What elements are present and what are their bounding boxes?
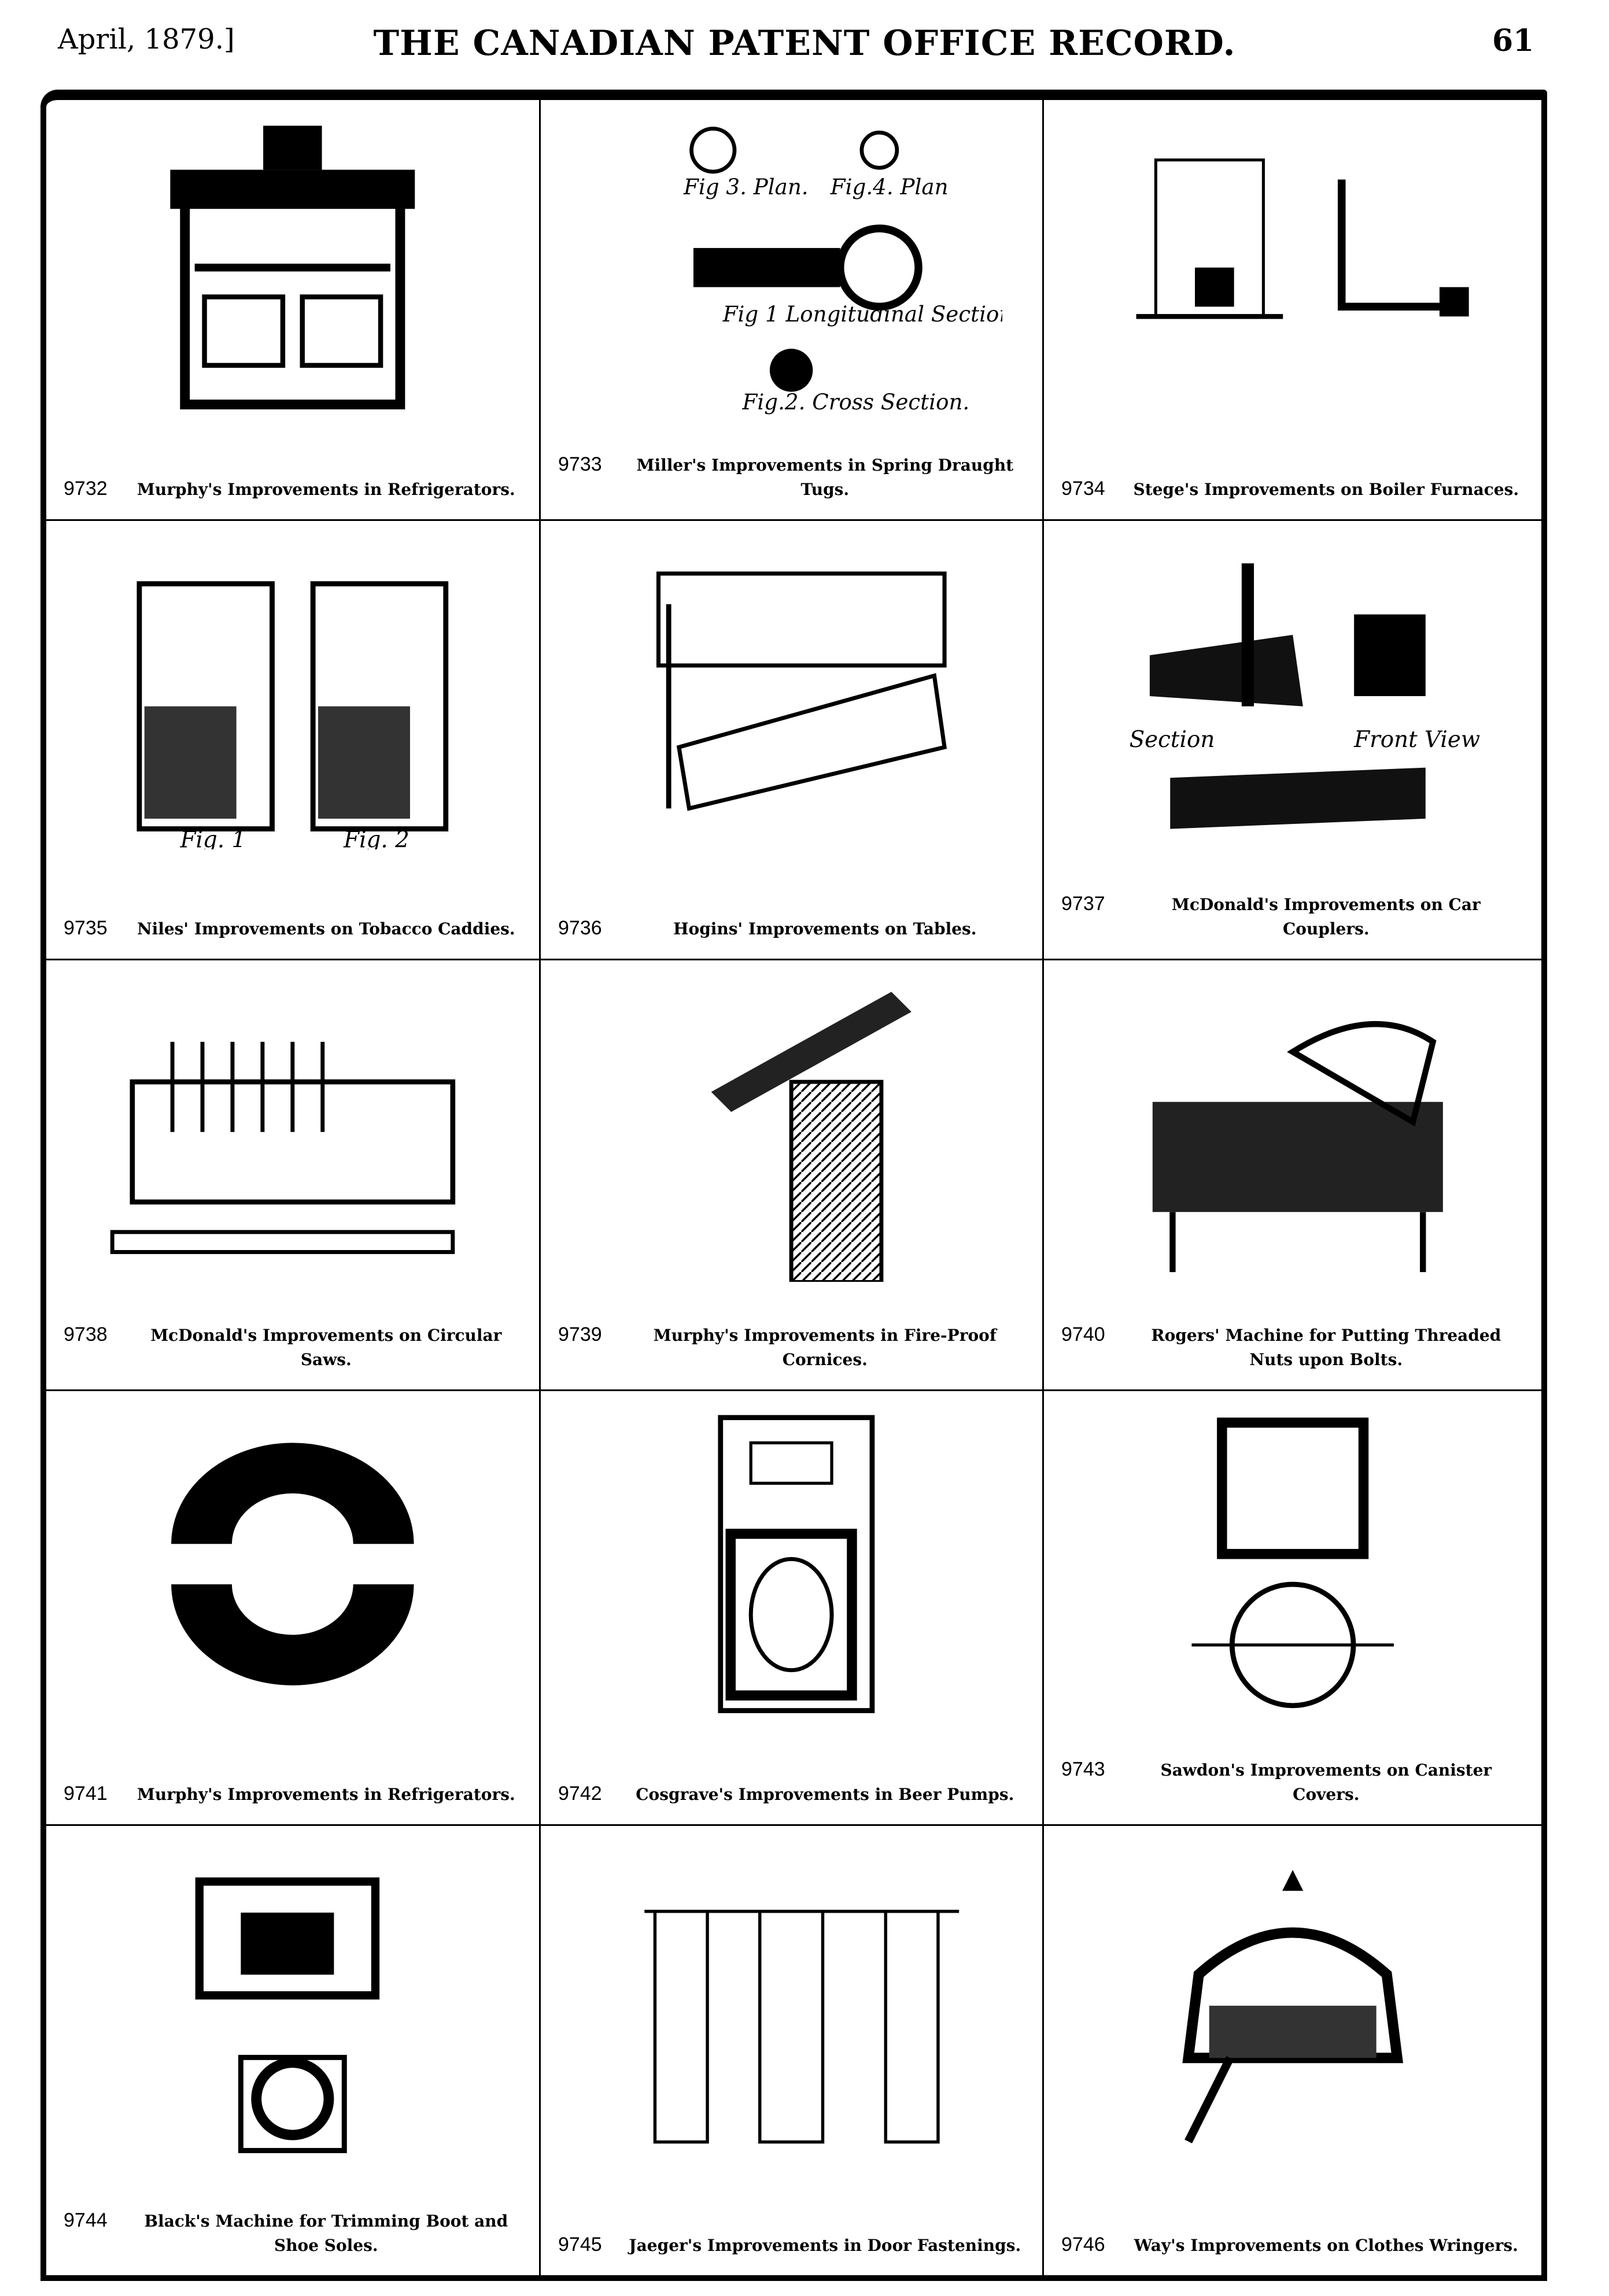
patent-title: Hogins' Improvements on Tables. [673,919,977,938]
patent-caption: 9735 Niles' Improvements on Tobacco Cadd… [64,917,522,941]
patent-drawing: Fig. 1 Fig. 2 [136,581,449,849]
patent-caption: 9746 Way's Improvements on Clothes Wring… [1061,2234,1524,2258]
patent-drawing [644,1909,960,2144]
patent-drawing [171,1443,414,1686]
patent-number: 9742 [558,1783,602,1805]
patent-cell-9732: 9732 Murphy's Improvements in Refrigerat… [46,100,541,521]
patent-number: 9738 [64,1323,108,1345]
patent-caption: 9741 Murphy's Improvements in Refrigerat… [64,1783,522,1807]
patent-number: 9733 [558,453,602,475]
patent-title: Rogers' Machine for Putting Threaded Nut… [1151,1326,1501,1369]
patent-drawing [1152,1021,1443,1273]
patent-number: 9737 [1061,893,1105,915]
figure-label: Fig. 2 [343,827,409,849]
figure-label: Fig 1 Longitudinal Section. [722,301,1002,327]
patent-drawing [1136,158,1469,319]
patent-number: 9741 [64,1783,108,1805]
patent-caption: 9739 Murphy's Improvements in Fire-Proof… [558,1323,1025,1372]
patent-grid-frame: 9732 Murphy's Improvements in Refrigerat… [40,90,1547,2281]
patent-number: 9736 [558,917,602,939]
patent-number: 9735 [64,917,108,939]
patent-number: 9734 [1061,478,1105,500]
patent-cell-9746: 9746 Way's Improvements on Clothes Wring… [1044,1826,1541,2275]
patent-caption: 9732 Murphy's Improvements in Refrigerat… [64,478,522,502]
figure-label: Fig.2. Cross Section. [742,389,970,414]
patent-title: Murphy's Improvements in Fire-Proof Corn… [653,1326,997,1369]
patent-cell-9735: Fig. 1 Fig. 2 9735 Niles' Improvements on… [46,521,541,960]
figure-label: Fig.4. Plan [830,174,949,199]
patent-caption: 9737 McDonald's Improvements on Car Coup… [1061,893,1524,941]
patent-cell-9738: 9738 McDonald's Improvements on Circular… [46,960,541,1391]
figure-label: Front View [1353,727,1480,753]
patent-cell-9734: 9734 Stege's Improvements on Boiler Furn… [1044,100,1541,521]
patent-drawing [718,1415,875,1714]
patent-caption: 9738 McDonald's Improvements on Circular… [64,1323,522,1372]
patent-number: 9744 [64,2209,108,2231]
patent-caption: 9736 Hogins' Improvements on Tables. [558,917,1025,941]
patent-title: Way's Improvements on Clothes Wringers. [1134,2236,1518,2255]
patent-grid: 9732 Murphy's Improvements in Refrigerat… [46,100,1541,2275]
patent-cell-9744: 9744 Black's Machine for Trimming Boot a… [46,1826,541,2275]
figure-label: Section [1129,727,1215,753]
patent-drawing [195,1877,380,2153]
figure-label: Fig 3. Plan. [683,174,809,199]
patent-title: McDonald's Improvements on Circular Saws… [150,1326,502,1369]
patent-title: Murphy's Improvements in Refrigerators. [136,480,515,499]
patent-title: Miller's Improvements in Spring Draught … [636,456,1014,499]
patent-drawing [1191,1418,1394,1709]
patent-cell-9745: 9745 Jaeger's Improvements in Door Faste… [541,1826,1044,2275]
patent-cell-9743: 9743 Sawdon's Improvements on Canister C… [1044,1391,1541,1826]
patent-number: 9746 [1061,2234,1105,2256]
patent-title: Black's Machine for Trimming Boot and Sh… [144,2212,508,2255]
patent-caption: 9745 Jaeger's Improvements in Door Faste… [558,2234,1025,2258]
patent-title: Jaeger's Improvements in Door Fastenings… [629,2236,1021,2255]
patent-title: Cosgrave's Improvements in Beer Pumps. [636,1785,1014,1804]
patent-caption: 9743 Sawdon's Improvements on Canister C… [1061,1758,1524,1807]
figure-label: Fig. 1 [180,827,246,849]
publication-title: THE CANADIAN PATENT OFFICE RECORD. [373,23,1236,64]
patent-cell-9736: 9736 Hogins' Improvements on Tables. [541,521,1044,960]
patent-drawing [711,992,912,1282]
patent-caption: 9733 Miller's Improvements in Spring Dra… [558,453,1025,502]
patent-drawing: Section Front View [1129,563,1480,829]
page-number: 61 [1492,23,1534,58]
patent-title: McDonald's Improvements on Car Couplers. [1171,895,1481,938]
patent-drawing [170,125,415,410]
patent-caption: 9744 Black's Machine for Trimming Boot a… [64,2209,522,2258]
patent-number: 9740 [1061,1323,1105,1345]
patent-drawing [1182,1870,1403,2143]
patent-cell-9741: 9741 Murphy's Improvements in Refrigerat… [46,1391,541,1826]
patent-title: Niles' Improvements on Tobacco Caddies. [136,919,515,938]
patent-drawing [656,571,947,811]
patent-number: 9743 [1061,1758,1105,1780]
patent-cell-9737: Section Front View 9737 McDonald's Improv… [1044,521,1541,960]
patent-title: Murphy's Improvements in Refrigerators. [136,1785,515,1804]
patent-title: Stege's Improvements on Boiler Furnaces. [1133,480,1519,499]
patent-number: 9745 [558,2234,602,2256]
patent-number: 9739 [558,1323,602,1345]
patent-cell-9742: 9742 Cosgrave's Improvements in Beer Pum… [541,1391,1044,1826]
patent-caption: 9740 Rogers' Machine for Putting Threade… [1061,1323,1524,1372]
patent-caption: 9734 Stege's Improvements on Boiler Furn… [1061,478,1524,502]
patent-cell-9740: 9740 Rogers' Machine for Putting Threade… [1044,960,1541,1391]
issue-date: April, 1879.] [58,23,235,56]
patent-caption: 9742 Cosgrave's Improvements in Beer Pum… [558,1783,1025,1807]
patent-cell-9739: 9739 Murphy's Improvements in Fire-Proof… [541,960,1044,1391]
patent-title: Sawdon's Improvements on Canister Covers… [1160,1761,1492,1804]
patent-drawing [110,1041,456,1255]
patent-number: 9732 [64,478,108,500]
